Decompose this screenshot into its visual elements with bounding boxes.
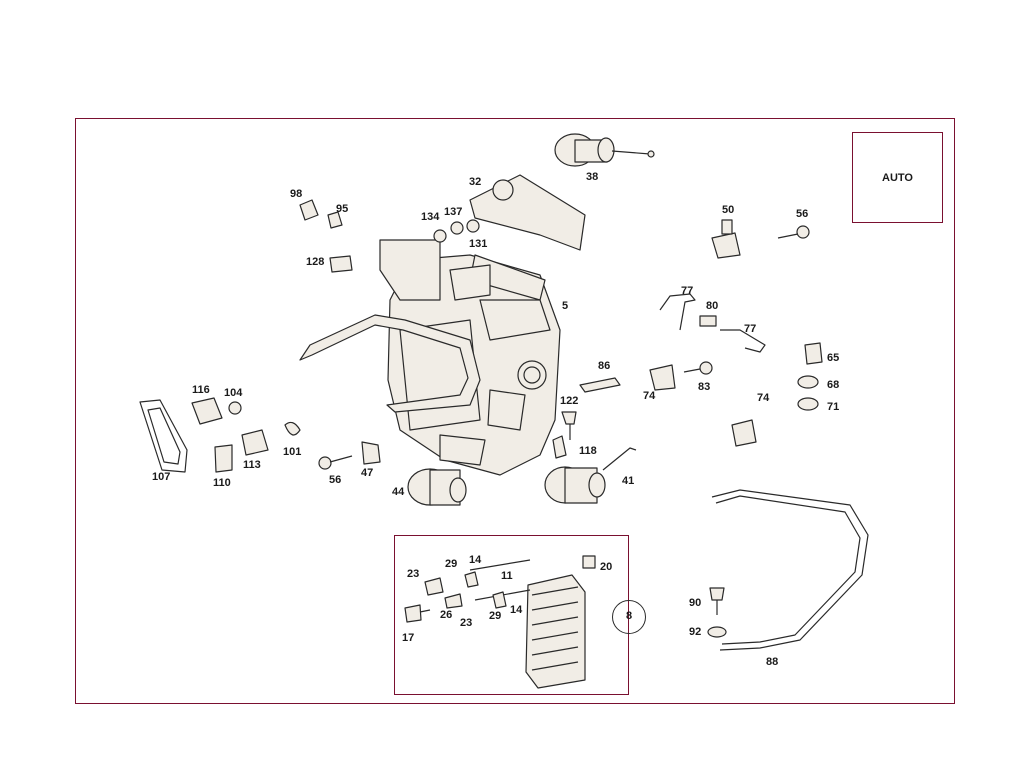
part-label: 104: [224, 387, 243, 399]
inset-part-label: 23: [460, 617, 473, 629]
part-label: 98: [290, 188, 303, 200]
legend-auto-label: AUTO: [882, 172, 913, 184]
part-label: 83: [698, 381, 711, 393]
part-label: 41: [622, 475, 635, 487]
part-label: 77: [681, 285, 694, 297]
part-label: 88: [766, 656, 779, 668]
part-label: 122: [560, 395, 579, 407]
inset-part-label: 11: [501, 570, 513, 582]
part-label: 90: [689, 597, 702, 609]
part-label: 80: [706, 300, 719, 312]
part-label: 68: [827, 379, 840, 391]
part-label: 101: [283, 446, 302, 458]
part-label: 95: [336, 203, 349, 215]
inset-part-label: 20: [600, 561, 613, 573]
part-label: 50: [722, 204, 735, 216]
part-label: 137: [444, 206, 463, 218]
part-label: 107: [152, 471, 171, 483]
inset-part-label: 14: [510, 604, 523, 616]
part-label: 5: [562, 300, 569, 312]
part-label: 92: [689, 626, 702, 638]
inset-reference-circle: 8: [612, 600, 646, 634]
inset-part-label: 29: [445, 558, 458, 570]
part-label: 44: [392, 486, 405, 498]
part-label: 128: [306, 256, 325, 268]
part-label: 56: [329, 474, 342, 486]
part-label: 77: [744, 323, 757, 335]
part-label: 110: [213, 477, 231, 489]
part-label: 71: [827, 401, 840, 413]
part-label: 86: [598, 360, 611, 372]
part-label: 74: [643, 390, 656, 402]
inset-part-label: 14: [469, 554, 482, 566]
part-label: 56: [796, 208, 809, 220]
part-label: 116: [192, 384, 210, 396]
inset-part-label: 17: [402, 632, 415, 644]
part-label: 131: [469, 238, 488, 250]
vacuum-element-38: [554, 133, 655, 167]
part-label: 118: [579, 445, 597, 457]
climate-legend: AUTO: [852, 132, 943, 223]
part-label: 74: [757, 392, 770, 404]
part-label: 32: [469, 176, 482, 188]
inset-part-label: 29: [489, 610, 502, 622]
inset-part-label: 23: [407, 568, 420, 580]
part-label: 65: [827, 352, 840, 364]
part-label: 113: [243, 459, 261, 471]
inset-part-label: 26: [440, 609, 453, 621]
diagram-frame: [75, 118, 955, 704]
part-label: 47: [361, 467, 374, 479]
part-label: 38: [586, 171, 599, 183]
part-label: 134: [421, 211, 440, 223]
